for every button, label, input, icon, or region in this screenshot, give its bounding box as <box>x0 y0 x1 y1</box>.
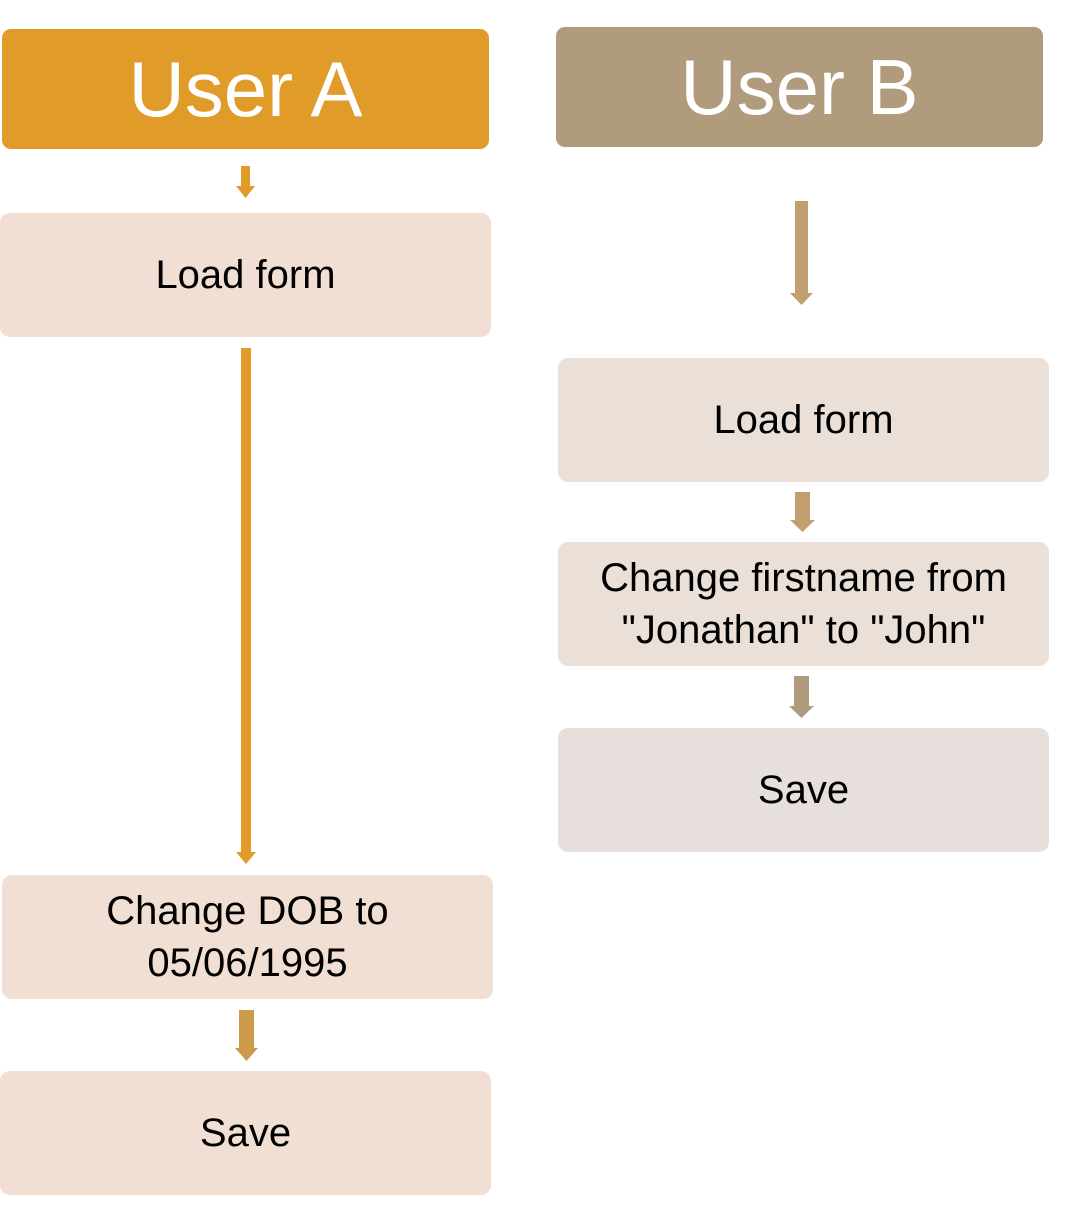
step-label: Load form <box>713 398 894 442</box>
step-label: Load form <box>155 253 336 297</box>
step-label: Change firstname from "Jonathan" to "Joh… <box>600 556 1007 652</box>
user-a-arrow-dob-to-save <box>235 1010 258 1061</box>
user-b-header: User B <box>556 27 1043 147</box>
user-b-title: User B <box>680 43 919 131</box>
user-a-title: User A <box>128 45 363 133</box>
user-a-arrow-header-to-load <box>236 166 255 198</box>
user-a-arrow-load-to-dob <box>236 348 256 864</box>
user-b-step-save: Save <box>558 728 1049 852</box>
user-b-arrow-load-to-firstname <box>790 492 815 532</box>
user-a-step-save: Save <box>0 1071 491 1195</box>
step-label: Save <box>757 768 850 812</box>
user-b-step-change-firstname: Change firstname from "Jonathan" to "Joh… <box>558 542 1049 666</box>
user-b-step-load-form: Load form <box>558 358 1049 482</box>
user-b-arrow-firstname-to-save <box>789 676 814 718</box>
step-label: Change DOB to 05/06/1995 <box>106 889 389 985</box>
user-a-step-load-form: Load form <box>0 213 491 337</box>
user-a-header: User A <box>2 29 489 149</box>
step-label: Save <box>199 1111 292 1155</box>
user-b-arrow-header-to-load <box>790 201 813 305</box>
user-a-step-change-dob: Change DOB to 05/06/1995 <box>2 875 493 999</box>
